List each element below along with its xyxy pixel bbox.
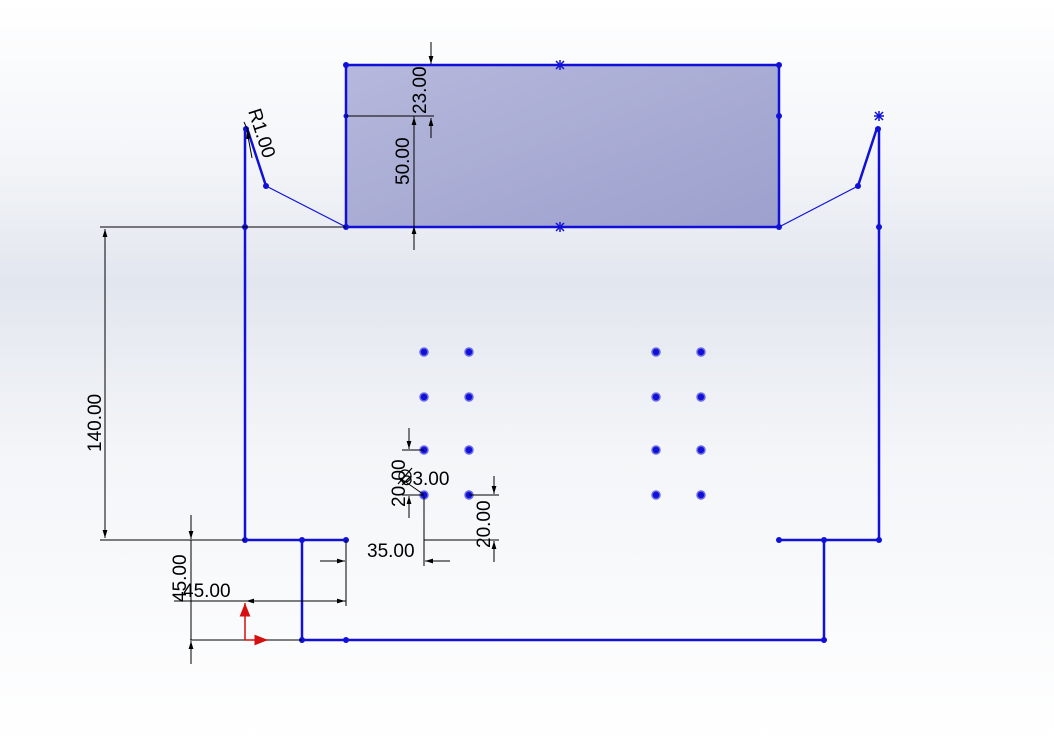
hole — [651, 347, 661, 357]
dimension-rect-top-offset-label[interactable]: 23.00 — [410, 66, 431, 114]
hole — [464, 347, 474, 357]
hole — [651, 490, 661, 500]
hole — [464, 392, 474, 402]
dimension-hole-diameter-label[interactable]: ⌀3.00 — [401, 469, 449, 490]
sketch-thin-lines[interactable] — [265, 185, 859, 228]
hole — [696, 445, 706, 455]
dimension-lines[interactable] — [100, 42, 499, 664]
hole — [696, 392, 706, 402]
hole — [419, 347, 429, 357]
shaded-rectangle[interactable] — [344, 63, 781, 229]
sketch-outline[interactable] — [243, 127, 881, 642]
hole-pattern[interactable] — [419, 347, 706, 500]
dimension-vertical-offset-label[interactable]: 45.00 — [170, 554, 191, 602]
dimension-notch-width-label[interactable]: 35.00 — [367, 541, 415, 562]
dimension-left-height-label[interactable]: 140.00 — [85, 394, 106, 452]
hole — [419, 392, 429, 402]
hole — [651, 392, 661, 402]
hole — [696, 347, 706, 357]
hole — [651, 445, 661, 455]
hole — [696, 490, 706, 500]
dimension-rect-height-label[interactable]: 50.00 — [393, 137, 414, 185]
dimension-hole-spacing-vertical-label[interactable]: 20.00 — [389, 459, 410, 507]
origin-arrows-icon — [239, 603, 268, 646]
diameter-symbol-icon — [397, 467, 413, 485]
midpoint-marker-icon — [555, 60, 884, 232]
dimension-hole-spacing-horizontal-label[interactable]: 20.00 — [474, 500, 495, 548]
hole — [464, 445, 474, 455]
dimension-horizontal-offset-label[interactable]: 45.00 — [183, 581, 231, 602]
